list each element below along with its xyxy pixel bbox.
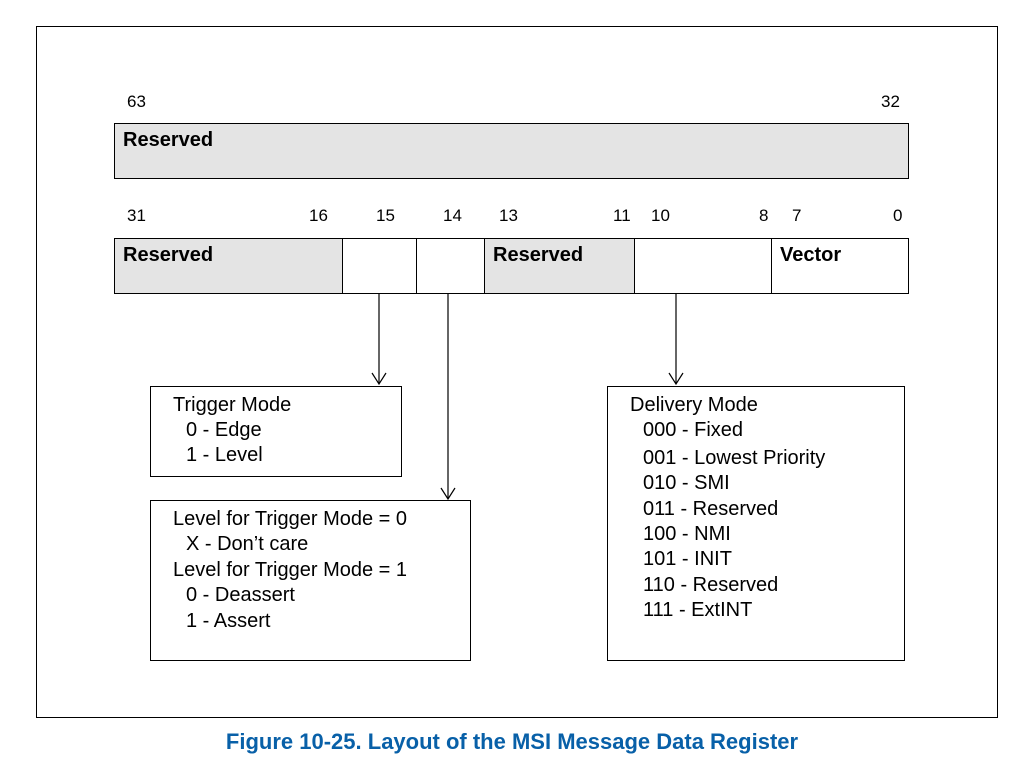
reserved-label-13-11: Reserved	[493, 244, 584, 266]
bit-label-14: 14	[443, 206, 462, 225]
delivery-mode-100: 100 - NMI	[643, 523, 731, 545]
reserved-label-31-16: Reserved	[123, 244, 214, 266]
trigger-mode-arrowhead	[371, 372, 387, 386]
vector-field: Vector	[771, 238, 909, 294]
upper-reserved-field: Reserved	[114, 123, 909, 179]
level-line-1: Level for Trigger Mode = 0	[173, 508, 408, 530]
trigger-mode-edge: 0 - Edge	[186, 419, 262, 441]
level-field	[416, 238, 485, 294]
reserved-field-13-11: Reserved	[484, 238, 635, 294]
figure-frame	[36, 26, 998, 718]
trigger-mode-title: Trigger Mode	[173, 394, 292, 416]
level-line-4: 0 - Deassert	[186, 584, 295, 606]
bit-label-16: 16	[309, 206, 328, 225]
bit-label-31: 31	[127, 206, 146, 225]
figure-caption: Figure 10-25. Layout of the MSI Message …	[225, 729, 799, 754]
delivery-mode-101: 101 - INIT	[643, 548, 732, 570]
trigger-mode-box: Trigger Mode 0 - Edge 1 - Level	[150, 386, 402, 477]
bit-label-7: 7	[792, 206, 802, 225]
upper-reserved-label: Reserved	[123, 129, 214, 151]
level-box: Level for Trigger Mode = 0 X - Don’t car…	[150, 500, 471, 661]
bit-label-0: 0	[893, 206, 903, 225]
bit-label-63: 63	[127, 92, 146, 111]
bit-label-13: 13	[499, 206, 518, 225]
delivery-mode-001: 001 - Lowest Priority	[643, 447, 826, 469]
bit-label-32: 32	[881, 92, 900, 111]
delivery-mode-000: 000 - Fixed	[643, 419, 744, 441]
level-line-3: Level for Trigger Mode = 1	[173, 559, 408, 581]
bit-label-10: 10	[651, 206, 670, 225]
delivery-mode-010: 010 - SMI	[643, 472, 730, 494]
level-arrowhead	[440, 487, 456, 501]
delivery-mode-111: 111 - ExtINT	[643, 599, 753, 621]
reserved-field-31-16: Reserved	[114, 238, 343, 294]
delivery-mode-field	[634, 238, 772, 294]
level-line-2: X - Don’t care	[186, 533, 309, 555]
delivery-mode-title: Delivery Mode	[630, 394, 758, 416]
delivery-mode-110: 110 - Reserved	[643, 574, 779, 596]
delivery-mode-box: Delivery Mode 000 - Fixed 001 - Lowest P…	[607, 386, 905, 661]
trigger-mode-level: 1 - Level	[186, 444, 263, 466]
trigger-mode-field	[342, 238, 417, 294]
bit-label-15: 15	[376, 206, 395, 225]
level-line-5: 1 - Assert	[186, 610, 271, 632]
bit-label-8: 8	[759, 206, 769, 225]
delivery-mode-arrowhead	[668, 372, 684, 386]
bit-label-11: 11	[613, 206, 631, 225]
delivery-mode-011: 011 - Reserved	[643, 498, 779, 520]
vector-label: Vector	[780, 244, 842, 266]
